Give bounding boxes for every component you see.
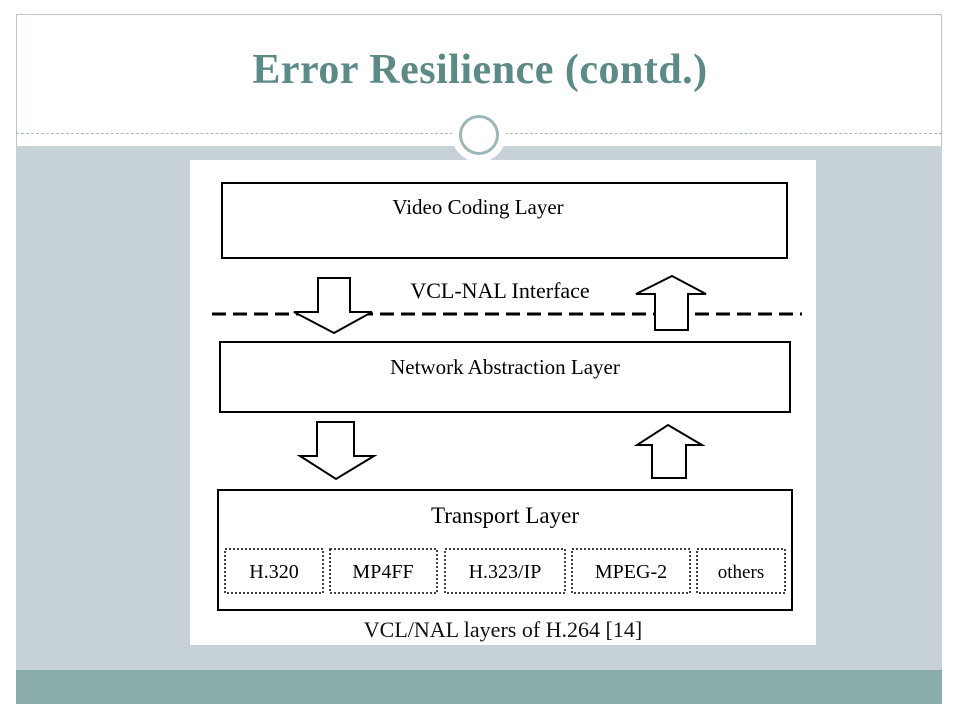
protocol-label-mpeg2: MPEG-2 (595, 561, 667, 583)
divider-ring-inner (459, 115, 499, 155)
layer-diagram: Video Coding Layer VCL-NAL Interface Net… (190, 160, 816, 645)
up-arrow-icon (635, 274, 707, 331)
protocol-box-mpeg2 (571, 548, 691, 594)
up-arrow-icon (633, 423, 706, 479)
figure-caption: VCL/NAL layers of H.264 [14] (363, 617, 643, 642)
protocol-box-others (696, 548, 786, 594)
nal-box (219, 341, 791, 413)
protocol-label-others: others (718, 562, 764, 583)
protocol-box-h320 (224, 548, 324, 594)
protocol-box-h323ip (444, 548, 566, 594)
slide-title: Error Resilience (contd.) (252, 47, 708, 93)
nal-label: Network Abstraction Layer (390, 355, 620, 379)
protocol-label-h320: H.320 (249, 561, 298, 583)
vcl-box (221, 182, 788, 259)
transport-label: Transport Layer (431, 503, 579, 528)
footer-band (16, 670, 942, 704)
protocol-box-mp4ff (329, 548, 438, 594)
vcl-label: Video Coding Layer (392, 195, 563, 219)
protocol-label-h323ip: H.323/IP (469, 561, 542, 583)
protocol-label-mp4ff: MP4FF (352, 561, 413, 583)
down-arrow-icon (296, 421, 378, 481)
interface-label: VCL-NAL Interface (410, 278, 589, 303)
down-arrow-icon (293, 277, 373, 335)
